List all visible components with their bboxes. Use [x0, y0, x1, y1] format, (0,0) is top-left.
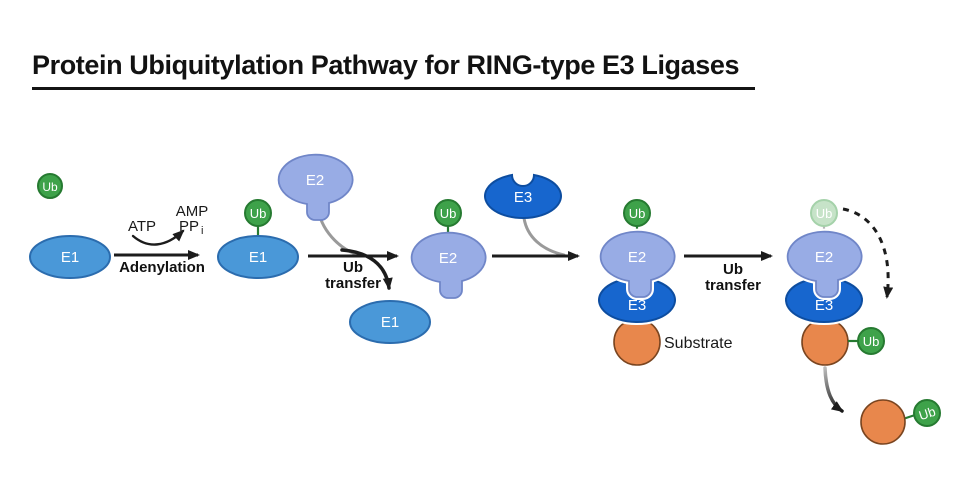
- e3-join-connector: [522, 216, 566, 257]
- release-arrow: [823, 366, 844, 413]
- e1-label: E1: [381, 314, 399, 331]
- e2-e3-substrate-complex: E2 E3 Ub Substrate: [599, 199, 733, 366]
- e1-shape: [29, 235, 111, 279]
- product-release: Ub: [823, 366, 941, 445]
- ppi-label: PP: [179, 218, 199, 235]
- e3-label: E3: [815, 297, 833, 314]
- atp-label: ATP: [128, 218, 156, 235]
- ubiquitylated-substrate-complex: E2 E3 Ub Ub: [786, 199, 894, 366]
- e3-label: E3: [628, 297, 646, 314]
- page-title: Protein Ubiquitylation Pathway for RING-…: [32, 50, 756, 90]
- ub-circle: [913, 399, 941, 427]
- ub-label: Ub: [42, 180, 58, 194]
- ppi-subscript: i: [201, 225, 203, 237]
- e2-label: E2: [439, 250, 457, 267]
- ub-label: Ub: [250, 206, 267, 221]
- e3-label: E3: [514, 189, 532, 206]
- e2-label: E2: [628, 249, 646, 266]
- substrate-shape: [801, 318, 849, 366]
- ub-transfer-label-line2: transfer: [325, 275, 381, 292]
- e1-shape: [349, 300, 431, 344]
- e2-label: E2: [306, 172, 324, 189]
- adenylation-step: ATP AMP PP i Adenylation: [114, 203, 208, 276]
- e2-label: E2: [815, 249, 833, 266]
- adenylation-label: Adenylation: [119, 259, 205, 276]
- ub-circle: [37, 173, 63, 199]
- e1-label: E1: [61, 249, 79, 266]
- ub-circle: [857, 327, 885, 355]
- ub-transfer-label-line1: Ub: [343, 259, 363, 276]
- ub-label: Ub: [863, 334, 880, 349]
- ub-transfer-step-2: Ub transfer: [684, 251, 773, 294]
- substrate-shape: [613, 318, 661, 366]
- ub-transfer-step-1: Ub transfer: [308, 248, 399, 292]
- substrate-label: Substrate: [664, 335, 733, 352]
- ub-circle: [623, 199, 651, 227]
- substrate-shape: [860, 399, 906, 445]
- free-e2-enzyme: E2: [277, 153, 364, 258]
- e1-release-arrow: [340, 248, 393, 290]
- e1-ub-conjugate: E1 Ub: [217, 199, 299, 279]
- ub-transfer-label-line1: Ub: [723, 261, 743, 278]
- ub-label: Ub: [917, 404, 937, 423]
- ub-label: Ub: [816, 206, 833, 221]
- e1-label: E1: [249, 249, 267, 266]
- amp-label: AMP: [176, 203, 209, 220]
- e1-enzyme: E1: [29, 235, 111, 279]
- atp-swoosh-arrow: [131, 229, 185, 246]
- ub-circle-faded: [810, 199, 838, 227]
- e1-shape: [217, 235, 299, 279]
- e2-ub-conjugate: E2 Ub: [410, 199, 487, 299]
- released-e1-enzyme: E1: [349, 300, 431, 344]
- ub-label: Ub: [629, 206, 646, 221]
- ub-transfer-label-line2: transfer: [705, 277, 761, 294]
- free-ubiquitin: Ub: [37, 173, 63, 199]
- ub-label: Ub: [440, 206, 457, 221]
- ub-circle: [244, 199, 272, 227]
- free-e3-ligase: E3: [484, 174, 566, 257]
- ub-circle: [434, 199, 462, 227]
